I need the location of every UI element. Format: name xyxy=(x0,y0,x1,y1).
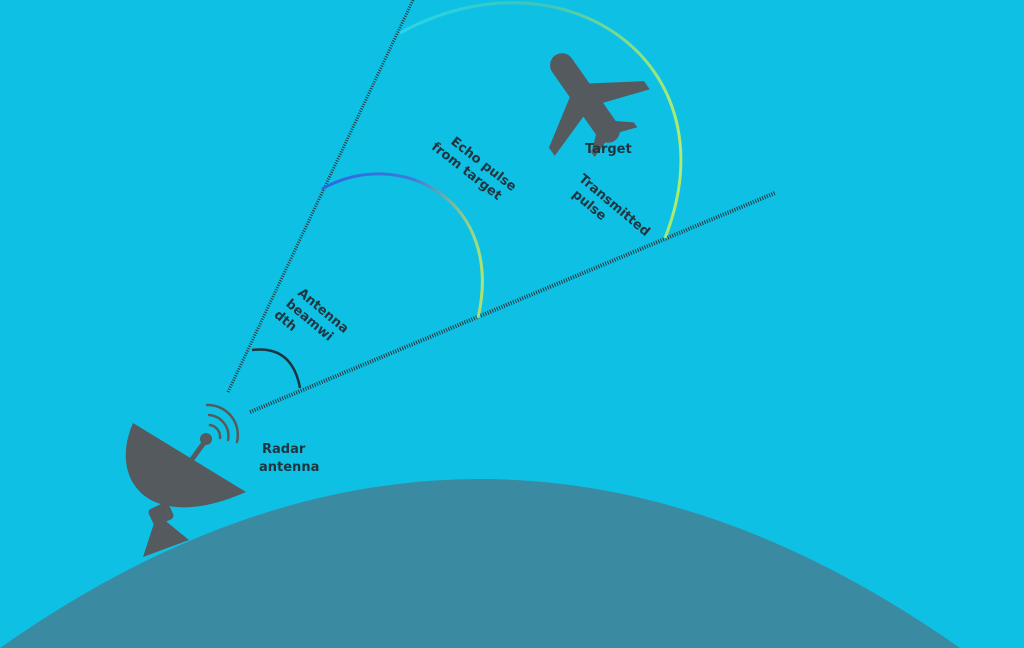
signal-waves-icon xyxy=(205,403,240,444)
radar-antenna-label: Radar antenna xyxy=(259,442,319,475)
beam-lower-edge xyxy=(249,191,776,414)
earth-ground xyxy=(0,479,960,648)
satellite-dish-icon xyxy=(125,423,246,557)
beamwidth-angle-arc xyxy=(251,348,302,389)
airplane-icon xyxy=(548,53,650,158)
echo-pulse-arc xyxy=(321,172,484,319)
echo-pulse-label: Echo pulse from target xyxy=(428,127,522,210)
transmitted-pulse-arc xyxy=(399,1,683,239)
radar-label-line2: antenna xyxy=(259,460,319,475)
target-label: Target xyxy=(585,142,632,157)
beamwidth-label: Antenna beamwi dth xyxy=(271,283,355,364)
transmitted-pulse-label: Transmitted pulse xyxy=(565,172,656,255)
radar-label-line1: Radar xyxy=(262,442,306,457)
